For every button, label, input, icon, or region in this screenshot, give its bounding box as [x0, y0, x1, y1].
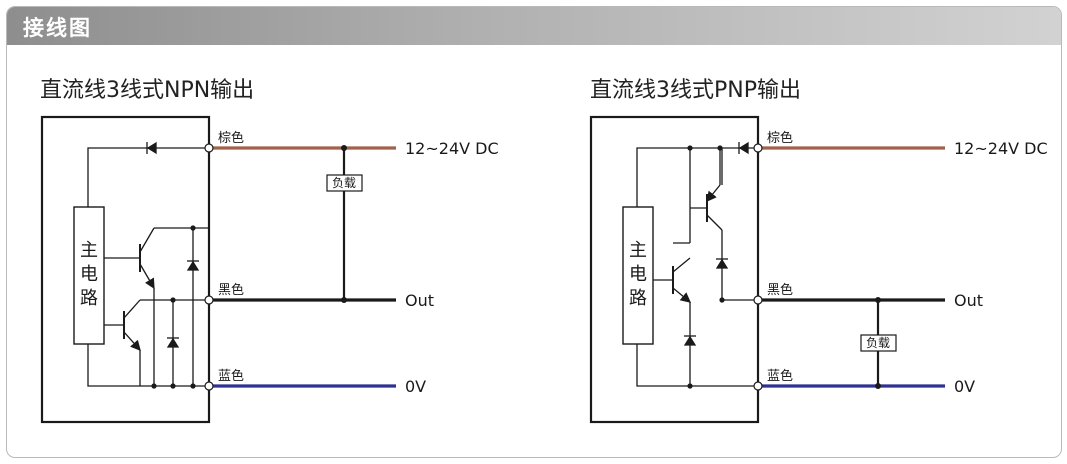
- npn-junctions: [151, 225, 196, 389]
- pnp-main-char-2: 电: [629, 264, 647, 285]
- pnp-diode-2-icon: [715, 258, 729, 269]
- npn-black-label: 黑色: [218, 282, 244, 298]
- pnp-lower-transistor-icon: [672, 257, 692, 303]
- npn-top-wire: [87, 147, 209, 207]
- pnp-main-char-3: 路: [629, 288, 647, 309]
- pnp-brown-label: 棕色: [767, 130, 793, 146]
- npn-main-circuit-block: [73, 206, 105, 345]
- pnp-load-box: [860, 334, 897, 352]
- npn-ground-label: 0V: [405, 377, 426, 396]
- npn-upper-transistor-icon: [139, 227, 155, 290]
- pnp-top-wire: [636, 147, 758, 207]
- pnp-junctions: [687, 145, 725, 389]
- npn-diagram: [40, 115, 396, 424]
- pnp-top-diode-icon: [738, 141, 749, 155]
- pnp-out-label: Out: [954, 291, 983, 310]
- pnp-load-label: 负载: [866, 336, 890, 350]
- npn-main-char-3: 路: [80, 288, 98, 309]
- npn-diode-2-icon: [186, 260, 200, 271]
- panel-header: 接线图: [7, 7, 1061, 45]
- npn-diode-1-icon: [166, 337, 180, 348]
- npn-main-char-2: 电: [80, 264, 98, 285]
- pnp-upper-transistor-icon: [706, 148, 723, 231]
- npn-blue-label: 蓝色: [218, 368, 244, 384]
- npn-load-label: 负载: [332, 176, 356, 190]
- panel-title: 接线图: [23, 16, 92, 40]
- npn-bottom-wire: [87, 344, 209, 387]
- pnp-sensor-box: [589, 115, 760, 424]
- npn-out-label: Out: [405, 291, 434, 310]
- pnp-diode-1-icon: [683, 335, 697, 346]
- pnp-main-circuit-block: [622, 206, 654, 345]
- npn-title: 直流线3线式NPN输出: [40, 78, 255, 103]
- pnp-power-label: 12~24V DC: [954, 139, 1048, 158]
- pnp-black-label: 黑色: [767, 282, 793, 298]
- pnp-ground-label: 0V: [954, 377, 975, 396]
- wiring-panel: 接线图: [6, 6, 1062, 458]
- npn-load-box: [326, 174, 363, 192]
- pnp-title: 直流线3线式PNP输出: [590, 78, 801, 103]
- npn-brown-label: 棕色: [218, 130, 244, 146]
- npn-lower-transistor-icon: [123, 299, 141, 351]
- npn-main-char-1: 主: [80, 240, 98, 261]
- npn-top-diode-icon: [146, 141, 157, 155]
- pnp-main-char-1: 主: [629, 240, 647, 261]
- npn-power-label: 12~24V DC: [405, 139, 499, 158]
- pnp-terminals: [753, 143, 763, 391]
- pnp-blue-label: 蓝色: [767, 368, 793, 384]
- npn-terminals: [204, 143, 214, 391]
- pnp-diagram: [589, 115, 945, 424]
- npn-sensor-box: [40, 115, 211, 424]
- pnp-bottom-wire: [636, 344, 758, 387]
